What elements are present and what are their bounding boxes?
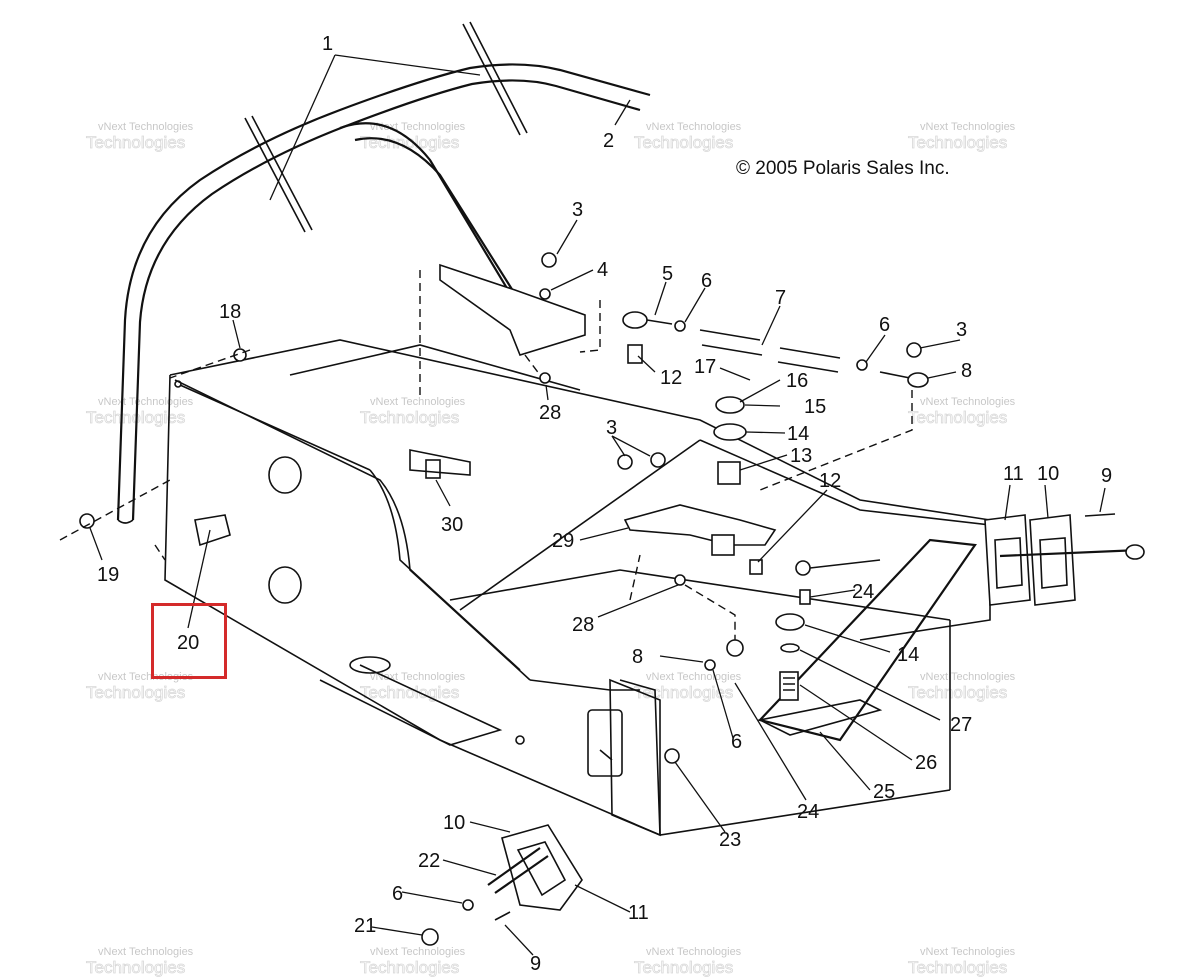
callout-label: 23 [719, 829, 741, 851]
callout-label: 11 [628, 902, 649, 924]
copyright-text: © 2005 Polaris Sales Inc. [736, 158, 950, 179]
svg-text:vNext Technologies: vNext Technologies [370, 396, 466, 408]
callout-label: 22 [418, 850, 440, 872]
svg-text:vNext Technologies: vNext Technologies [646, 946, 742, 958]
callout-labels: 1 2 3 4 5 6 7 6 3 8 18 17 16 15 14 13 12… [97, 33, 1112, 975]
callout-label: 9 [1101, 465, 1112, 487]
callout-label: 21 [354, 915, 376, 937]
lower-side-plates [421, 824, 583, 946]
callout-label: 20 [177, 632, 199, 654]
callout-label: 6 [392, 883, 403, 905]
callout-label: 12 [660, 367, 682, 389]
callout-label: 25 [873, 781, 895, 803]
svg-text:Technologies: Technologies [86, 958, 185, 977]
callout-label: 2 [603, 130, 614, 152]
pivot-bracket [587, 678, 680, 837]
svg-text:vNext Technologies: vNext Technologies [98, 671, 194, 683]
svg-text:vNext Technologies: vNext Technologies [920, 671, 1016, 683]
callout-label: 14 [787, 423, 809, 445]
svg-text:Technologies: Technologies [360, 133, 459, 152]
floor-panel [164, 339, 991, 836]
callout-label: 8 [632, 646, 643, 668]
dash-lines [59, 270, 913, 640]
callout-label: 19 [97, 564, 119, 586]
svg-text:Technologies: Technologies [634, 133, 733, 152]
svg-text:Technologies: Technologies [360, 683, 459, 702]
callout-label: 12 [819, 470, 841, 492]
callout-label: 28 [572, 614, 594, 636]
hardware [79, 252, 929, 671]
highlight-box [151, 603, 227, 679]
svg-text:vNext Technologies: vNext Technologies [920, 396, 1016, 408]
leader-lines [89, 54, 1106, 956]
svg-text:Technologies: Technologies [908, 958, 1007, 977]
callout-label: 6 [701, 270, 712, 292]
svg-text:vNext Technologies: vNext Technologies [370, 946, 466, 958]
callout-label: 18 [219, 301, 241, 323]
callout-label: 1 [322, 33, 333, 55]
svg-text:Technologies: Technologies [86, 683, 185, 702]
callout-label: 30 [441, 514, 463, 536]
svg-text:Technologies: Technologies [360, 958, 459, 977]
callout-label: 10 [443, 812, 465, 834]
callout-label: 6 [879, 314, 890, 336]
svg-text:vNext Technologies: vNext Technologies [920, 121, 1016, 133]
svg-text:vNext Technologies: vNext Technologies [98, 396, 194, 408]
callout-label: 8 [961, 360, 972, 382]
callout-label: 27 [950, 714, 972, 736]
callout-label: 15 [804, 396, 826, 418]
callout-label: 24 [852, 581, 874, 603]
callout-label: 9 [530, 953, 541, 975]
callout-label: 11 [1003, 463, 1024, 485]
svg-text:Technologies: Technologies [634, 683, 733, 702]
callout-label: 3 [606, 417, 617, 439]
callout-label: 3 [956, 319, 967, 341]
callout-label: 4 [597, 259, 608, 281]
callout-label: 17 [694, 356, 716, 378]
right-side-plates [984, 513, 1145, 606]
svg-text:Technologies: Technologies [908, 683, 1007, 702]
callout-label: 13 [790, 445, 812, 467]
callout-label: 10 [1037, 463, 1059, 485]
callout-label: 29 [552, 530, 574, 552]
svg-text:Technologies: Technologies [634, 958, 733, 977]
brake-pedal-assembly [757, 538, 977, 742]
svg-text:Technologies: Technologies [908, 408, 1007, 427]
svg-text:vNext Technologies: vNext Technologies [646, 671, 742, 683]
svg-text:Technologies: Technologies [360, 408, 459, 427]
callout-label: 7 [775, 287, 786, 309]
svg-text:vNext Technologies: vNext Technologies [646, 121, 742, 133]
handle-bar [116, 21, 651, 524]
svg-text:vNext Technologies: vNext Technologies [98, 946, 194, 958]
callout-label: 14 [897, 644, 919, 666]
callout-label: 6 [731, 731, 742, 753]
svg-text:vNext Technologies: vNext Technologies [920, 946, 1016, 958]
svg-text:Technologies: Technologies [86, 133, 185, 152]
callout-label: 24 [797, 801, 819, 823]
callout-label: 5 [662, 263, 673, 285]
callout-label: 16 [786, 370, 808, 392]
callout-label: 3 [572, 199, 583, 221]
svg-text:vNext Technologies: vNext Technologies [98, 121, 194, 133]
callout-label: 26 [915, 752, 937, 774]
callout-label: 28 [539, 402, 561, 424]
svg-text:Technologies: Technologies [908, 133, 1007, 152]
